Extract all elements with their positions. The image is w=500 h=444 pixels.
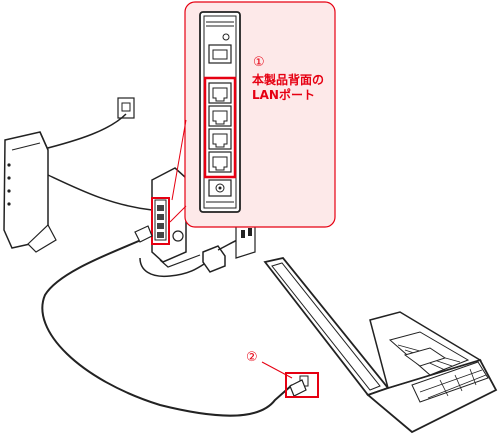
callout-number-2: ② bbox=[246, 350, 258, 365]
laptop-lan-plug bbox=[289, 379, 307, 397]
callout-lan-port-label-line2: LANポート bbox=[252, 88, 315, 102]
callout-number-1: ① bbox=[253, 55, 265, 70]
phone-jack bbox=[117, 97, 135, 119]
lan-cable bbox=[41, 235, 293, 417]
lan-port bbox=[208, 105, 232, 127]
laptop-port-highlight bbox=[285, 372, 319, 398]
router-lan-plug bbox=[134, 225, 153, 243]
router-port-highlight bbox=[151, 197, 170, 245]
lan-port-highlight bbox=[203, 76, 237, 179]
router-back-panel bbox=[199, 11, 241, 213]
power-adapter bbox=[202, 245, 226, 273]
callout-lan-port-label-line1: 本製品背面の bbox=[252, 73, 325, 87]
phone-cable bbox=[39, 113, 127, 151]
lan-port bbox=[208, 82, 232, 104]
lan-port bbox=[208, 128, 232, 150]
modem bbox=[3, 131, 57, 253]
laptop bbox=[263, 257, 498, 434]
lan-port bbox=[208, 151, 232, 173]
